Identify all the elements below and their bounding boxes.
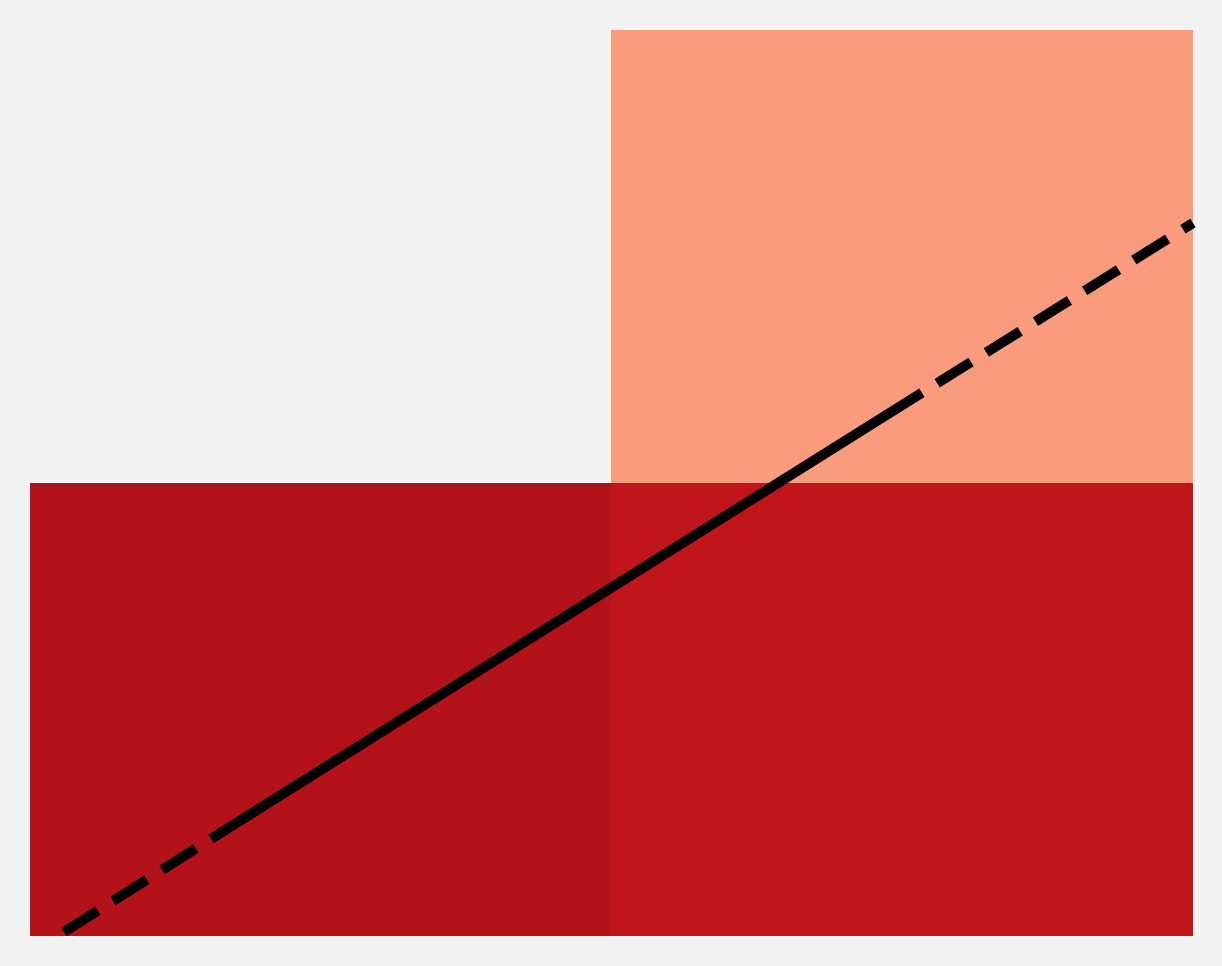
line-solid-middle: [225, 409, 893, 832]
region-bottom-right: [611, 483, 1193, 936]
region-top-right: [611, 30, 1193, 483]
diagonal-line: [61, 218, 1196, 937]
line-dashed-upper-right: [885, 218, 1196, 419]
line-dashed-lower-left: [61, 822, 233, 937]
region-bottom-left: [30, 483, 611, 936]
